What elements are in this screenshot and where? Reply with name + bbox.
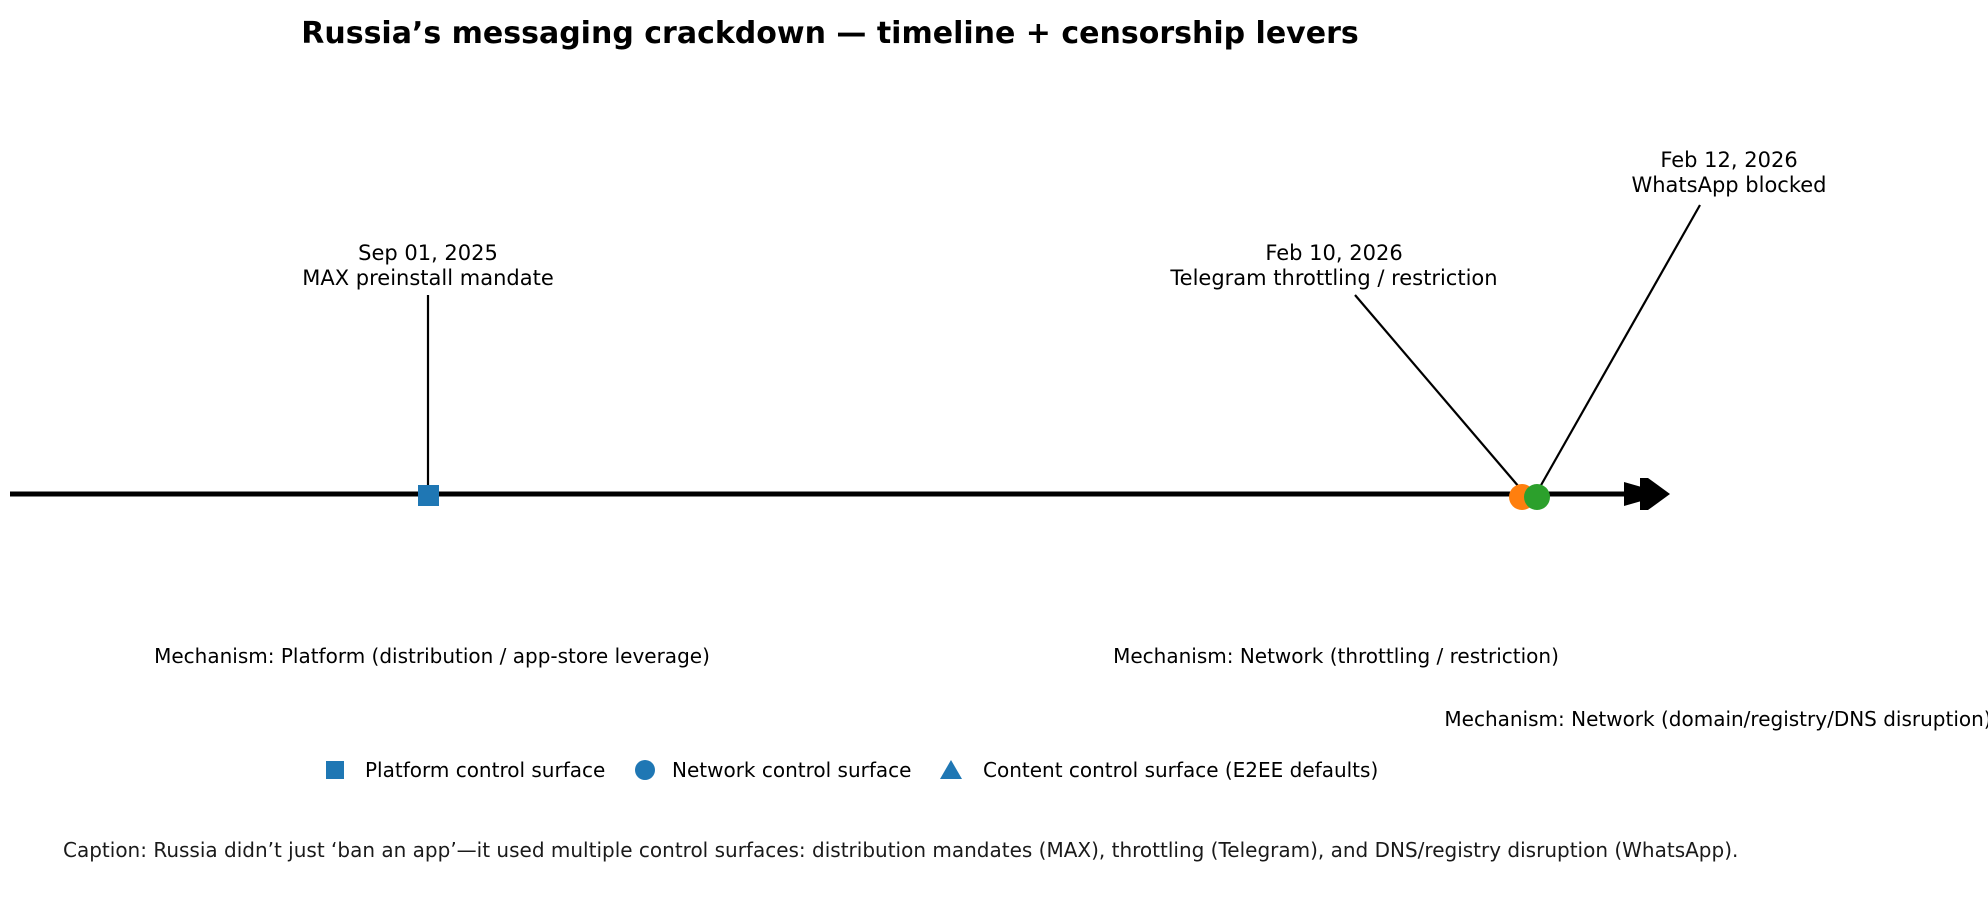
figure-caption: Caption: Russia didn’t just ‘ban an app’…: [63, 838, 1738, 862]
event3-event-label: WhatsApp blocked: [1631, 173, 1826, 197]
event3-date-label: Feb 12, 2026: [1660, 148, 1797, 172]
event2-event-label: Telegram throttling / restriction: [1169, 266, 1497, 290]
axis-arrow-tip-icon: [1624, 482, 1666, 506]
legend-label-platform: Platform control surface: [365, 758, 605, 782]
legend-item-network[interactable]: Network control surface: [635, 758, 911, 782]
event1-date-label: Sep 01, 2025: [358, 241, 498, 265]
mechanism-label-platform: Mechanism: Platform (distribution / app-…: [154, 644, 710, 668]
event3-leader-line: [1535, 204, 1701, 495]
legend-triangle-icon: [940, 760, 962, 779]
legend-item-content[interactable]: Content control surface (E2EE defaults): [940, 758, 1378, 782]
event3-marker-circle[interactable]: [1524, 484, 1550, 510]
event1-event-label: MAX preinstall mandate: [302, 266, 554, 290]
mechanism-label-network-throttling: Mechanism: Network (throttling / restric…: [1113, 644, 1559, 668]
event-group-whatsapp-blocked[interactable]: Feb 12, 2026 WhatsApp blocked: [1524, 148, 1827, 510]
mechanism-label-network-dns: Mechanism: Network (domain/registry/DNS …: [1444, 707, 1988, 731]
event2-date-label: Feb 10, 2026: [1265, 241, 1402, 265]
event-group-telegram-throttling[interactable]: Feb 10, 2026 Telegram throttling / restr…: [1169, 241, 1535, 510]
event1-marker-square[interactable]: [418, 485, 439, 506]
legend: Platform control surface Network control…: [326, 758, 1378, 782]
page-title: Russia’s messaging crackdown — timeline …: [301, 16, 1358, 51]
event2-leader-line: [1354, 294, 1526, 495]
legend-item-platform[interactable]: Platform control surface: [326, 758, 605, 782]
event-group-max-preinstall[interactable]: Sep 01, 2025 MAX preinstall mandate: [302, 241, 554, 506]
legend-circle-icon: [635, 760, 655, 780]
timeline-axis: [10, 478, 1670, 510]
legend-label-network: Network control surface: [672, 758, 911, 782]
legend-label-content: Content control surface (E2EE defaults): [983, 758, 1378, 782]
legend-square-icon: [326, 761, 344, 779]
